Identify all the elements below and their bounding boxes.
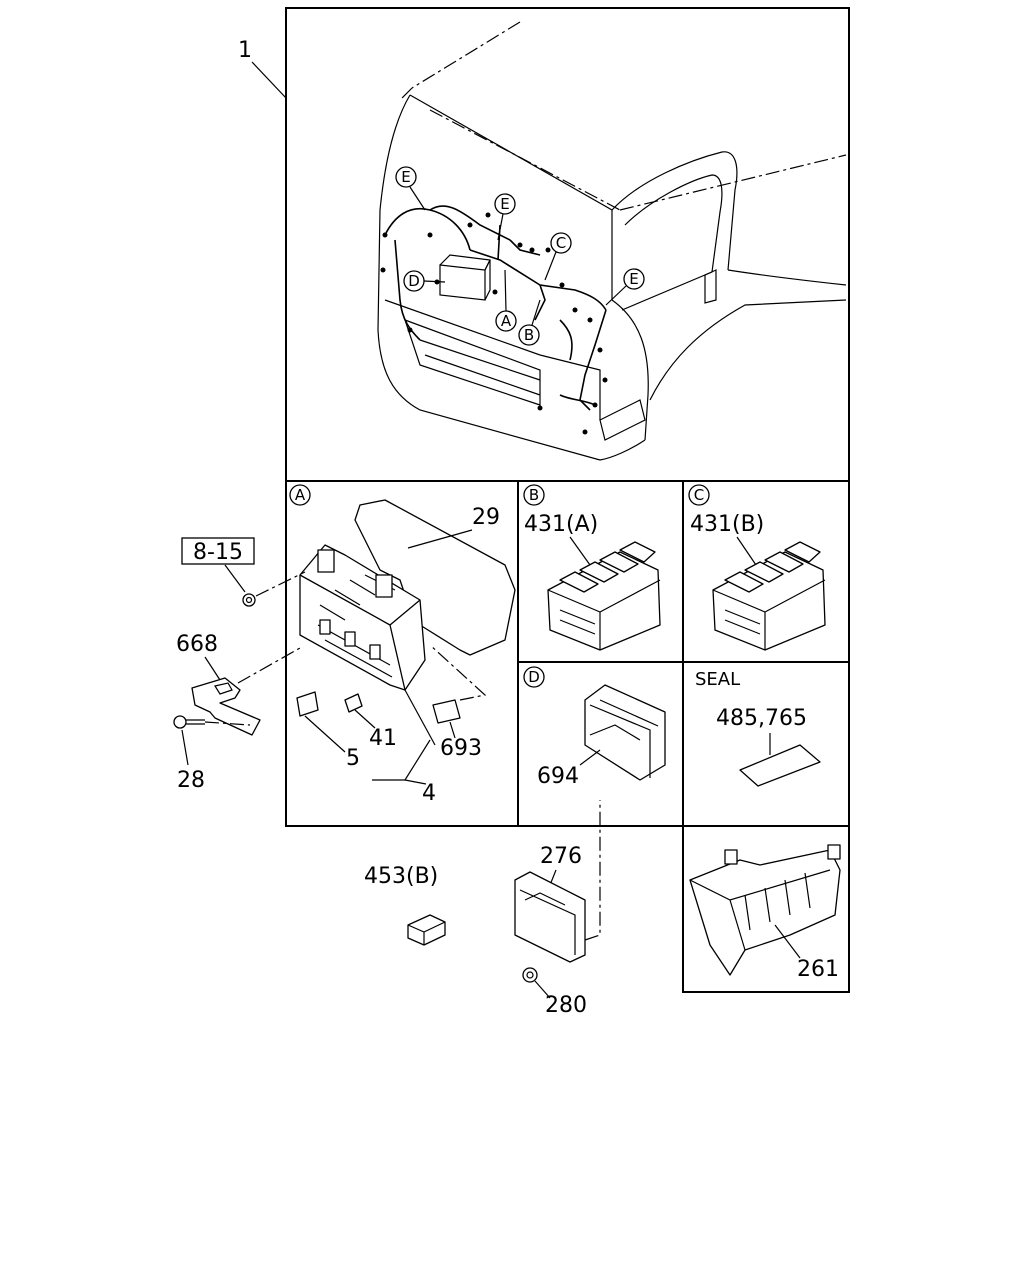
detail-a-fuse-box: A 29 41 5 693 4	[289, 484, 516, 806]
nut-280: 280	[522, 967, 587, 1018]
svg-text:D: D	[408, 272, 420, 290]
svg-text:280: 280	[545, 993, 587, 1018]
svg-text:A: A	[501, 312, 512, 330]
svg-text:1: 1	[238, 38, 252, 63]
svg-text:694: 694	[537, 764, 579, 789]
svg-text:41: 41	[369, 726, 397, 751]
detail-c-relay-block: C 431(B)	[688, 484, 826, 651]
marker-d: D	[403, 270, 446, 292]
svg-text:485,765: 485,765	[716, 706, 807, 731]
callout-1: 1	[238, 38, 287, 99]
svg-text:C: C	[694, 486, 704, 504]
svg-text:29: 29	[472, 505, 500, 530]
marker-c: C	[544, 232, 572, 281]
cover-261: 261	[689, 844, 841, 982]
seal-panel: SEAL 485,765	[695, 669, 821, 787]
main-view-detail-markers: E E C D A B E	[395, 166, 645, 346]
bolt-28: 28	[173, 715, 251, 793]
svg-text:261: 261	[797, 957, 839, 982]
svg-text:28: 28	[177, 768, 205, 793]
detail-d-control-unit: D 694	[523, 666, 666, 789]
marker-e-center: E	[494, 193, 516, 241]
svg-text:431(A): 431(A)	[524, 512, 598, 537]
cover-frame	[682, 825, 850, 993]
marker-a: A	[495, 269, 517, 332]
svg-text:431(B): 431(B)	[690, 512, 764, 537]
part-276: 276	[514, 800, 601, 963]
svg-text:D: D	[528, 668, 540, 686]
panel-frames	[285, 7, 850, 993]
svg-text:B: B	[524, 326, 534, 344]
svg-text:693: 693	[440, 736, 482, 761]
svg-text:E: E	[500, 195, 509, 213]
svg-text:E: E	[401, 168, 410, 186]
svg-text:8-15: 8-15	[193, 540, 243, 565]
svg-text:SEAL: SEAL	[695, 669, 740, 690]
svg-text:5: 5	[346, 746, 360, 771]
svg-text:E: E	[629, 270, 638, 288]
bracket-668: 668	[176, 632, 301, 736]
svg-text:4: 4	[422, 781, 436, 806]
svg-text:A: A	[295, 486, 306, 504]
svg-text:668: 668	[176, 632, 218, 657]
svg-text:B: B	[529, 486, 539, 504]
svg-text:C: C	[556, 234, 566, 252]
part-453b: 453(B)	[364, 864, 446, 946]
marker-e-left: E	[395, 166, 426, 211]
marker-b: B	[518, 299, 541, 346]
marker-e-right: E	[605, 268, 645, 306]
svg-text:453(B): 453(B)	[364, 864, 438, 889]
svg-text:276: 276	[540, 844, 582, 869]
callout-8-15: 8-15	[181, 537, 306, 607]
detail-b-relay-block: B 431(A)	[523, 484, 661, 651]
truck-cab-illustration	[377, 21, 847, 461]
